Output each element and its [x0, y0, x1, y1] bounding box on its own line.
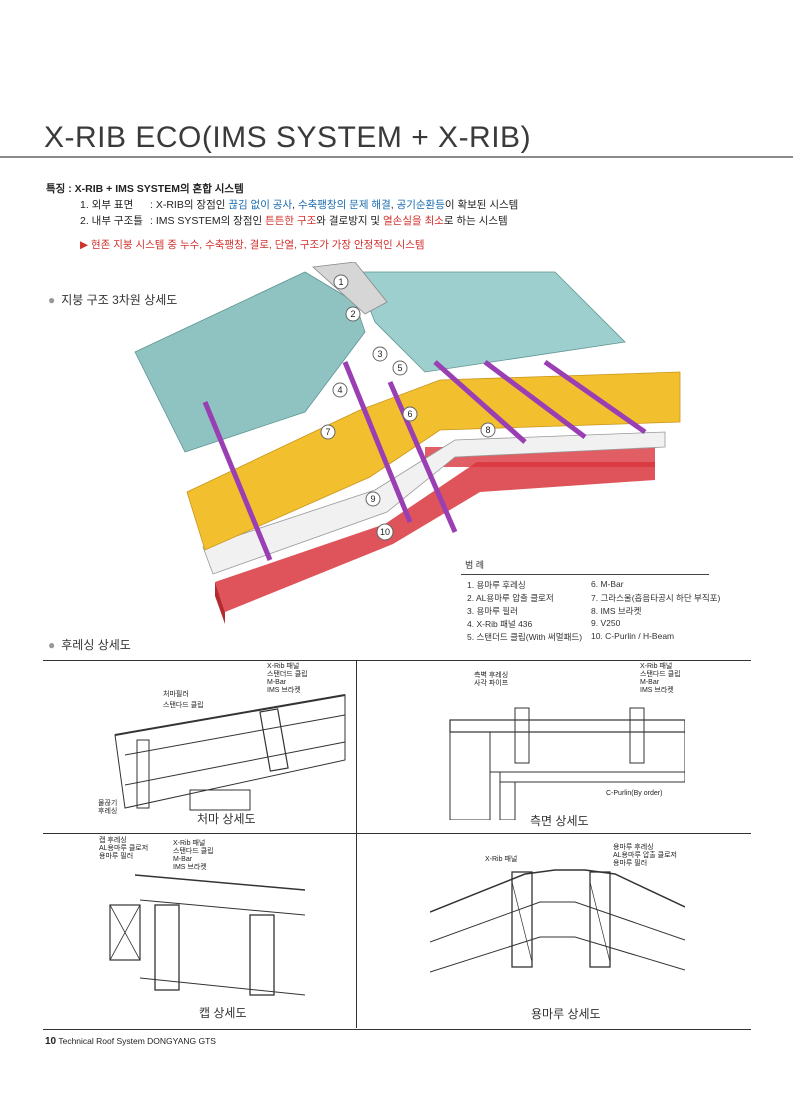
callout-3: 3	[377, 349, 382, 359]
eave-label-clip: 스탠다드 클립	[163, 702, 204, 709]
detail-horizontal-divider	[43, 833, 751, 834]
side-label-flash: 측벽 후레싱 사각 파이프	[474, 672, 509, 687]
roof-3d-illustration: 1 2 3 4 5 6 7 8 9 10	[134, 262, 681, 624]
eave-label-gutter: 물끊기 후레싱	[98, 800, 118, 815]
features-note: ▶ 현존 지붕 시스템 중 누수, 수축팽창, 결로, 단열, 구조가 가장 안…	[80, 239, 425, 251]
eave-label-top: X-Rib 패널 스탠더드 클립 M-Bar IMS 브라켓	[267, 663, 308, 694]
callout-1: 1	[338, 277, 343, 287]
callout-6: 6	[407, 409, 412, 419]
callout-2: 2	[350, 309, 355, 319]
legend-item: 7. 그라스울(흡음타공시 하단 부직포)	[591, 593, 721, 603]
legend-item: 6. M-Bar	[591, 579, 624, 589]
feature-item-1: 1. 외부 표면: X-RIB의 장점인 끊김 없이 공사, 수축팽창의 문제 …	[80, 199, 519, 211]
legend-item: 1. 용마루 후레싱	[467, 580, 526, 590]
cap-label-right: X-Rib 패널 스탠다드 클립 M-Bar IMS 브라켓	[173, 840, 214, 871]
side-label-top: X-Rib 패널 스탠다드 클립 M-Bar IMS 브라켓	[640, 663, 681, 694]
side-detail-drawing	[449, 707, 685, 820]
feature-item-2: 2. 내부 구조틀: IMS SYSTEM의 장점인 튼튼한 구조와 결로방지 …	[80, 215, 508, 227]
side-label-purlin: C-Purlin(By order)	[606, 790, 663, 797]
cap-label-left: 캡 후레싱 AL용마루 클로저 용마루 필러	[99, 837, 149, 860]
legend-item: 5. 스탠더드 클립(With 써멀패드)	[467, 632, 583, 642]
eave-detail-drawing	[114, 694, 346, 811]
ridge-cap	[312, 262, 388, 315]
callout-9: 9	[370, 494, 375, 504]
deck-layer	[202, 431, 666, 575]
legend-item: 8. IMS 브라켓	[591, 606, 642, 616]
ridge-caption: 용마루 상세도	[531, 1007, 601, 1021]
page-footer: 10 Technical Roof System DONGYANG GTS	[45, 1036, 216, 1047]
section-3d-heading: ●지붕 구조 3차원 상세도	[48, 293, 178, 307]
cap-caption: 캡 상세도	[199, 1006, 247, 1020]
detail-frame	[43, 660, 751, 1030]
legend-item: 10. C-Purlin / H-Beam	[591, 631, 675, 641]
callout-5: 5	[397, 363, 402, 373]
section-detail-heading: ●후레싱 상세도	[48, 638, 131, 652]
legend-item: 9. V250	[591, 618, 621, 628]
callout-4: 4	[337, 385, 342, 395]
legend-item: 2. AL용마루 압출 클로저	[467, 593, 554, 603]
legend-title: 범 례	[461, 556, 709, 575]
ridge-detail-drawing	[430, 869, 685, 973]
page-title: X-RIB ECO(IMS SYSTEM + X-RIB)	[44, 121, 532, 154]
legend-box: 범 례 1. 용마루 후레싱 6. M-Bar 2. AL용마루 압출 클로저 …	[461, 556, 720, 645]
ridge-label-panel: X-Rib 패널	[485, 856, 518, 863]
legend-item: 3. 용마루 필러	[467, 606, 518, 616]
side-caption: 측면 상세도	[530, 814, 589, 828]
panel-layer	[134, 271, 366, 453]
detail-vertical-divider	[356, 660, 357, 1028]
callout-8: 8	[485, 425, 490, 435]
legend-item: 4. X-Rib 패널 436	[467, 619, 533, 629]
cap-detail-drawing	[109, 874, 305, 996]
title-divider	[0, 156, 793, 158]
ridge-label-right: 용마루 후레싱 AL용마루 압출 클로저 용마루 필러	[613, 844, 677, 867]
bracket-group	[202, 359, 647, 561]
eave-label-filler: 처마필러	[163, 691, 189, 698]
eave-caption: 처마 상세도	[197, 812, 256, 826]
features-heading: 특징 : X-RIB + IMS SYSTEM의 혼합 시스템	[46, 183, 244, 195]
callout-10: 10	[380, 527, 390, 537]
callout-7: 7	[325, 427, 330, 437]
